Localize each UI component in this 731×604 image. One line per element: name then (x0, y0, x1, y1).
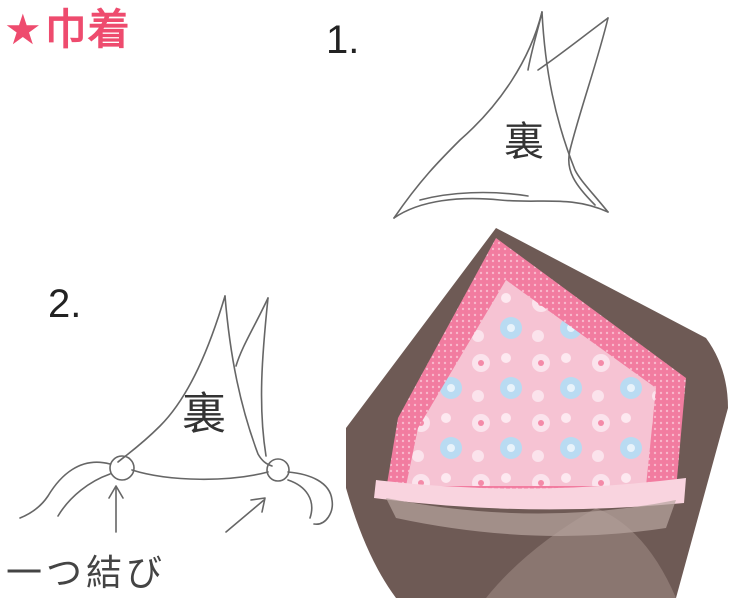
step-1-number: 1. (326, 18, 360, 62)
star-icon: ★ (4, 5, 43, 54)
page-title: ★巾着 (4, 4, 131, 56)
step-1-drawing (393, 11, 609, 219)
caption-knot: 一つ結び (6, 553, 167, 594)
step-2-drawing (19, 295, 334, 533)
finished-bag-photo (346, 228, 728, 598)
step-2-label: 裏 (174, 390, 225, 434)
title-text: 巾着 (44, 5, 131, 54)
step-2-number: 2. (48, 282, 82, 326)
step-1-label: 裏 (497, 120, 543, 160)
